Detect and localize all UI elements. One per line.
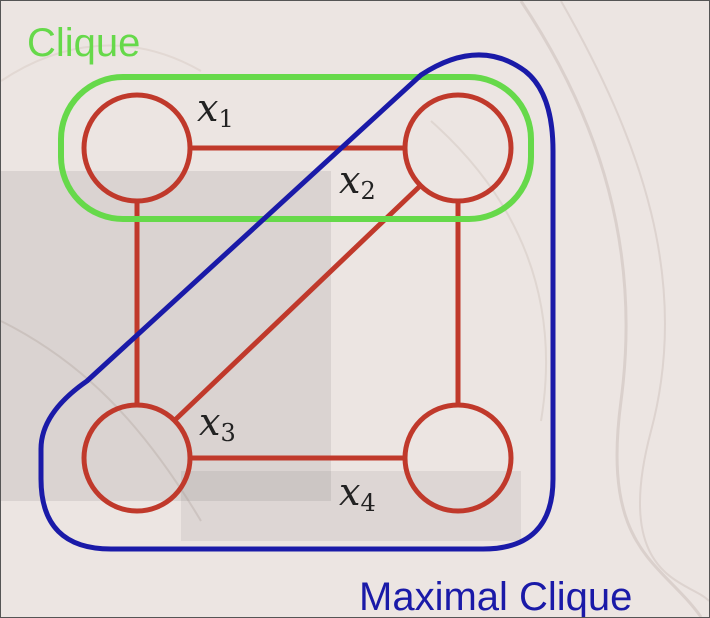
node-label-x1-var: x <box>197 86 219 130</box>
node-label-x1: x1 <box>197 89 234 131</box>
node-label-x3: x3 <box>199 403 236 445</box>
node-label-x3-sub: 3 <box>220 419 236 447</box>
clique-label: Clique <box>27 21 141 65</box>
node-label-x2-var: x <box>339 158 361 202</box>
node-x3 <box>81 402 193 514</box>
node-label-x3-var: x <box>199 400 221 444</box>
node-label-x4-var: x <box>339 470 361 514</box>
node-label-x2-sub: 2 <box>360 177 376 205</box>
node-label-x4: x4 <box>339 473 376 515</box>
clique-outline <box>58 74 534 222</box>
node-x4 <box>402 402 514 514</box>
maximal-clique-label: Maximal Clique <box>359 575 633 618</box>
maximal-clique-outline <box>38 52 556 552</box>
node-label-x1-sub: 1 <box>218 105 234 133</box>
node-label-x2: x2 <box>339 161 376 203</box>
node-label-x4-sub: 4 <box>360 489 376 517</box>
node-x1 <box>81 92 193 204</box>
edge-x2-x3 <box>174 185 421 421</box>
node-x2 <box>402 92 514 204</box>
